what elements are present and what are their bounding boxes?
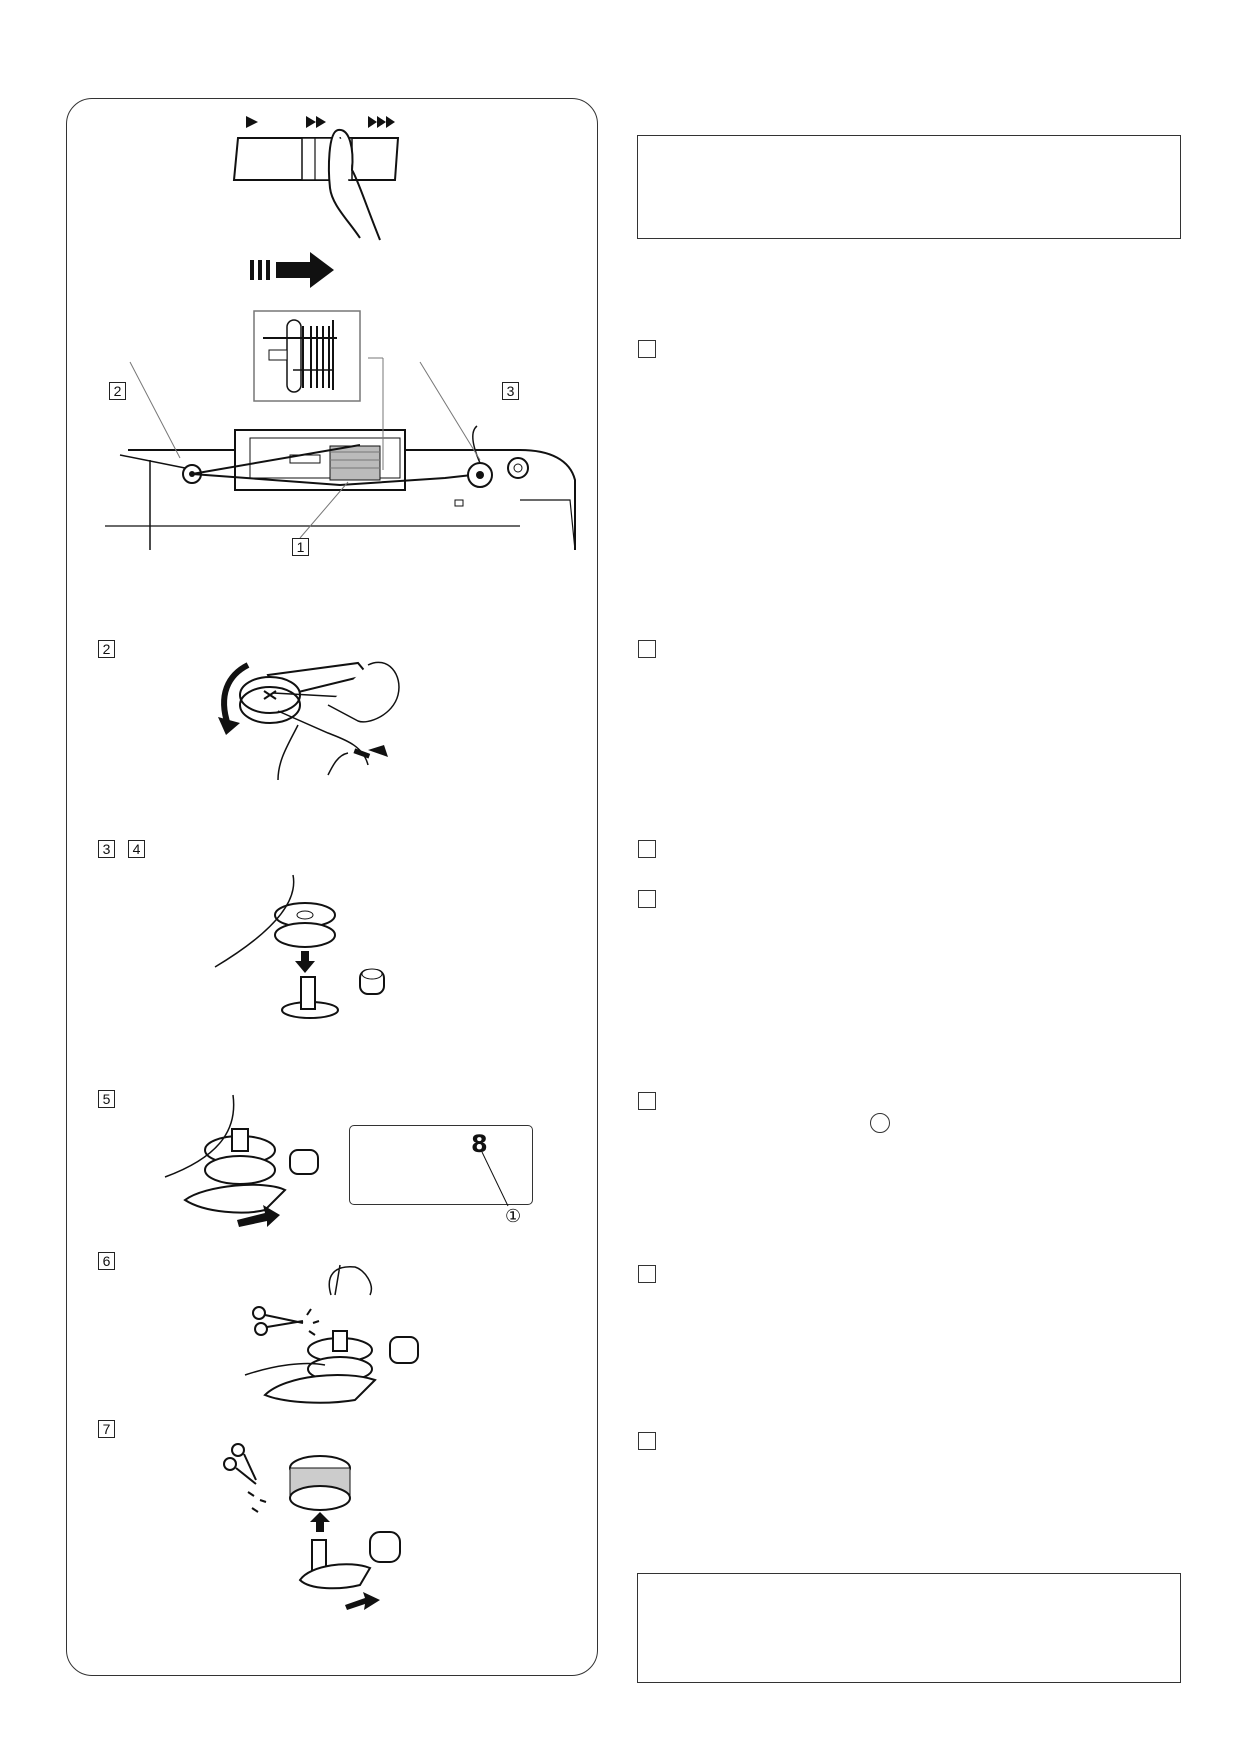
machine-top-illustration	[105, 357, 576, 551]
step6-cut-thread-illustration	[244, 1264, 419, 1404]
scissors-icon	[252, 1306, 304, 1336]
step2-wind-thread-illustration	[218, 661, 400, 781]
fig-label-3: 3	[502, 382, 519, 400]
step-label-2: 2	[98, 640, 115, 658]
lcd-callout-line	[481, 1151, 509, 1207]
illustration-panel	[66, 98, 598, 1676]
step-marker-4	[638, 890, 656, 908]
step5-bobbin-push-illustration	[164, 1094, 319, 1227]
scissors-icon	[223, 1443, 257, 1485]
step-label-5: 5	[98, 1090, 115, 1108]
step-marker-3	[638, 840, 656, 858]
speed-medium-icon	[306, 116, 326, 128]
step-label-3: 3	[98, 840, 115, 858]
lcd-display: 8	[349, 1125, 533, 1205]
lcd-callout-number: ①	[505, 1206, 522, 1227]
step-marker-1	[638, 340, 656, 358]
step7-remove-bobbin-illustration	[223, 1443, 401, 1610]
step-marker-2	[638, 640, 656, 658]
speed-fast-icon	[368, 116, 395, 128]
push-arrow-icon	[368, 745, 388, 757]
step-marker-6	[638, 1265, 656, 1283]
step-label-6: 6	[98, 1252, 115, 1270]
lcd-digit: 8	[471, 1130, 488, 1158]
speed-slider-illustration	[232, 116, 400, 241]
top-note-box	[637, 135, 1181, 239]
step-label-4: 4	[128, 840, 145, 858]
thread-detail-inset	[253, 310, 361, 402]
fig-label-1: 1	[292, 538, 309, 556]
speed-slow-icon	[246, 116, 258, 128]
fig-label-2: 2	[109, 382, 126, 400]
step-marker-7	[638, 1432, 656, 1450]
inline-circle-marker	[870, 1113, 890, 1133]
step34-bobbin-place-illustration	[214, 874, 385, 1019]
step-label-7: 7	[98, 1420, 115, 1438]
bottom-note-box	[637, 1573, 1181, 1683]
step-marker-5	[638, 1092, 656, 1110]
slide-right-arrow-icon	[250, 252, 334, 288]
